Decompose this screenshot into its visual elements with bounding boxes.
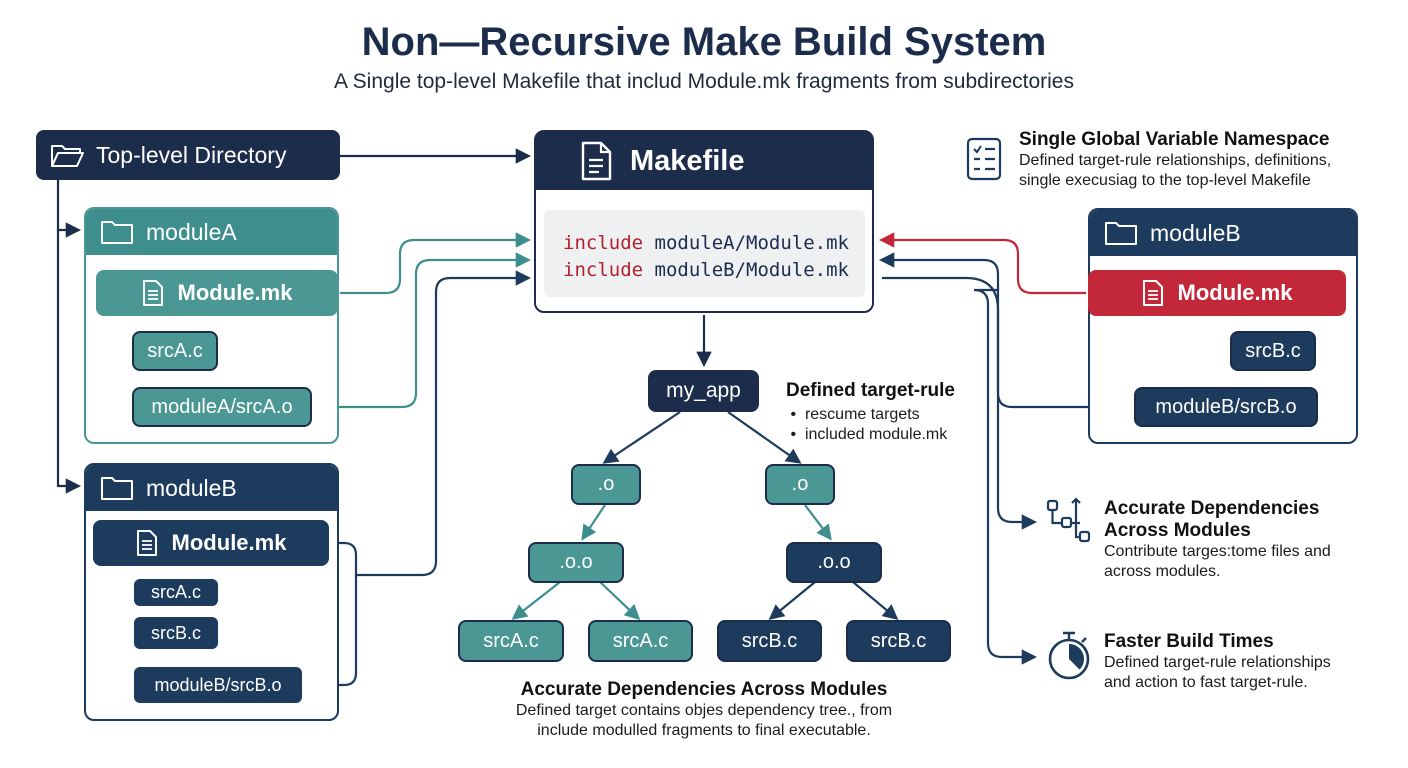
module-b-src-a-file[interactable]: srcA.c [134,579,218,606]
page-title: Non—Recursive Make Build System [361,20,1047,64]
info-dependencies-line: across modules. [1104,563,1221,580]
include-path: moduleB/Module.mk [654,259,849,281]
right-module-b-src-file[interactable]: srcB.c [1230,331,1316,371]
info-dependencies-title: Across Modules [1104,520,1251,541]
page-subtitle: A Single top-level Makefile that includ … [333,70,1074,93]
info-faster-line: and action to fast target-rule. [1104,674,1308,691]
module-b-obj-file[interactable]: moduleB/srcB.o [134,667,302,703]
info-faster-title: Faster Build Times [1104,631,1274,652]
module-b-src-b-file[interactable]: srcB.c [134,617,218,649]
tree-node-obj[interactable]: .o [571,464,641,505]
module-b-header[interactable]: moduleB [86,465,337,511]
info-namespace: Single Global Variable Namespace Defined… [1019,129,1399,191]
include-line-a: include moduleA/Module.mk [563,230,865,257]
wire-to-dependencies [882,276,1038,530]
tree-leaf[interactable]: srcB.c [717,620,822,662]
checklist-icon [966,137,1006,183]
target-rule-title: Defined target-rule [786,380,955,401]
tree-node-obj-obj[interactable]: .o.o [786,542,882,583]
wire-moduleB-makefile [330,270,532,577]
module-a-label: moduleA [146,218,237,245]
makefile-card[interactable]: Makefile include moduleA/Module.mk inclu… [534,130,874,313]
footer-line: Defined target contains objes dependency… [515,702,893,719]
hierarchy-icon [1046,497,1092,545]
wire-moduleA-obj-makefile [312,252,532,409]
top-level-directory[interactable]: Top-level Directory [36,130,340,180]
folder-icon [100,219,146,245]
info-dependencies-title: Accurate Dependencies [1104,498,1320,519]
module-a-mk-label: Module.mk [177,280,293,305]
module-b-label: moduleB [146,474,237,501]
include-keyword: include [563,259,644,281]
info-faster-line: Defined target-rule relationships [1104,654,1331,671]
wire-right-mk-makefile [878,232,1086,295]
top-level-directory-label: Top-level Directory [96,141,287,168]
makefile-code: include moduleA/Module.mk include module… [544,210,865,297]
module-a-src-file[interactable]: srcA.c [132,331,218,371]
wire-topdir-moduleA [56,180,82,238]
footer-title: Accurate Dependencies Across Modules [520,679,888,700]
right-module-b-mk-label: Module.mk [1177,280,1293,305]
target-rule-note: Defined target-rule • rescume targets • … [786,380,986,445]
footer-line: include modulled fragments to final exec… [537,722,871,739]
target-rule-bullet: • included module.mk [786,426,948,443]
module-a-header[interactable]: moduleA [86,209,337,255]
target-rule-bullet: • rescume targets [786,406,920,423]
makefile-title: Makefile [630,144,745,177]
info-namespace-line: single execusiag to the top-level Makefi… [1019,172,1311,189]
include-keyword: include [563,232,644,254]
include-line-b: include moduleB/Module.mk [563,257,865,284]
info-namespace-line: Defined target-rule relationships, defin… [1019,152,1332,169]
tree-root-my-app[interactable]: my_app [648,370,759,412]
file-icon [142,279,164,307]
folder-icon [100,475,146,501]
right-module-b-header[interactable]: moduleB [1090,210,1356,256]
module-a-mk-file[interactable]: Module.mk [96,270,338,316]
info-dependencies-line: Contribute targes:tome files and [1104,543,1331,560]
info-faster: Faster Build Times Defined target-rule r… [1104,631,1404,693]
tree-node-obj[interactable]: .o [765,464,835,505]
right-module-b-mk-file[interactable]: Module.mk [1088,270,1346,316]
document-icon [580,141,630,181]
tree-leaf[interactable]: srcA.c [588,620,693,662]
wire-moduleA-mk-makefile [340,232,532,295]
module-b-mk-label: Module.mk [171,530,287,555]
right-module-b-obj-file[interactable]: moduleB/srcB.o [1134,387,1318,427]
tree-leaf[interactable]: srcA.c [458,620,564,662]
info-dependencies: Accurate Dependencies Across Modules Con… [1104,498,1404,582]
info-namespace-title: Single Global Variable Namespace [1019,129,1330,150]
folder-icon [1104,220,1150,246]
tree-node-obj-obj[interactable]: .o.o [528,542,624,583]
wire-to-faster [973,288,1038,665]
tree-leaf[interactable]: srcB.c [846,620,951,662]
makefile-header: Makefile [536,132,872,190]
footer-caption: Accurate Dependencies Across Modules Def… [454,679,954,741]
right-module-b-label: moduleB [1150,219,1241,246]
folder-open-icon [50,142,84,168]
file-icon [136,529,158,557]
module-b-mk-file[interactable]: Module.mk [93,520,329,566]
stopwatch-icon [1046,630,1092,680]
file-icon [1142,279,1164,307]
include-path: moduleA/Module.mk [654,232,849,254]
module-a-obj-file[interactable]: moduleA/srcA.o [132,387,312,427]
wire-topdir-moduleB [56,230,82,494]
